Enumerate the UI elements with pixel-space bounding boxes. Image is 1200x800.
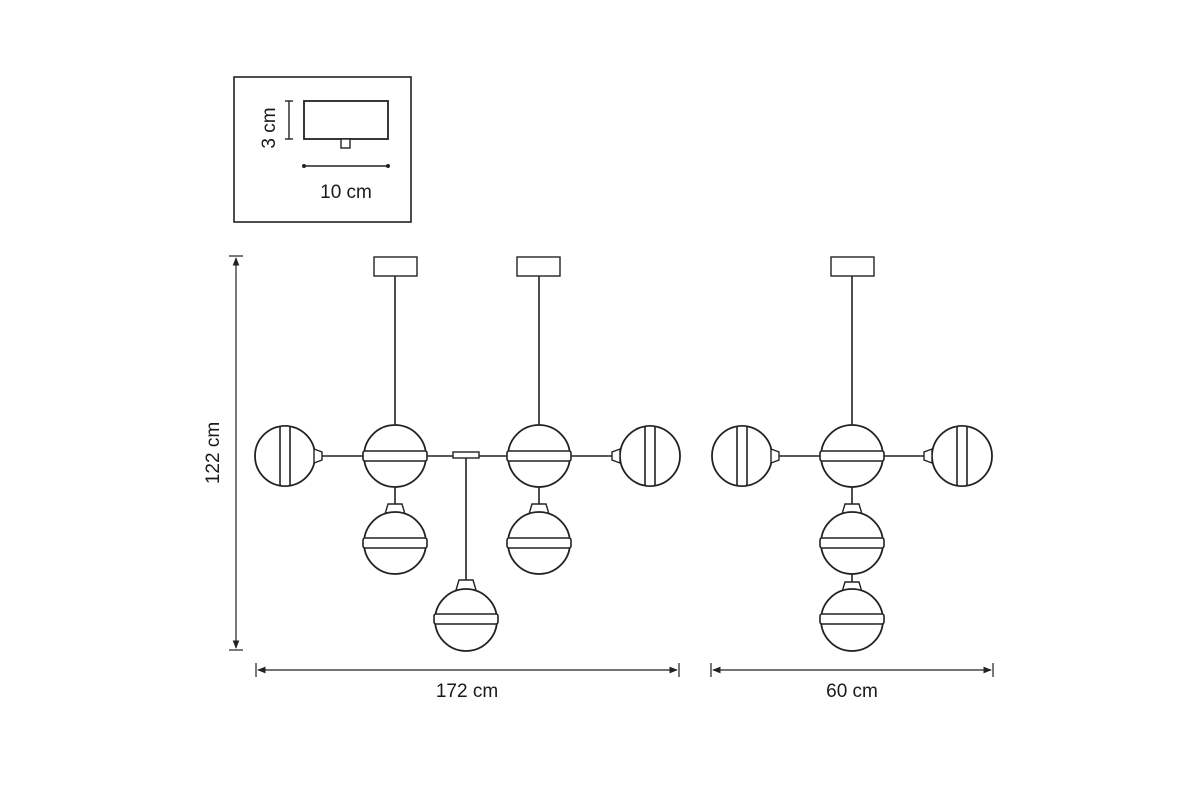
globe-right-outer — [611, 425, 681, 487]
canopy-box — [303, 100, 389, 140]
canopy-inset: 3 cm 10 cm — [233, 76, 412, 223]
side-width-label: 60 cm — [826, 681, 878, 702]
canopy-right — [516, 256, 561, 277]
front-view: 172 cm — [254, 256, 681, 702]
globe-left-outer — [254, 425, 323, 487]
globe-lower-right — [506, 487, 572, 575]
height-label: 122 cm — [203, 422, 224, 484]
globe-side-left — [711, 425, 780, 487]
canopy-nub — [340, 138, 351, 149]
canopy-height-label: 3 cm — [259, 107, 280, 148]
height-dimension: 122 cm — [203, 255, 243, 651]
globe-side-center — [819, 424, 885, 488]
canopy-width-label: 10 cm — [320, 182, 372, 203]
globe-left-center — [362, 424, 428, 488]
side-view: 60 cm — [710, 256, 994, 702]
canopy-side — [830, 256, 875, 277]
globe-side-bottom — [819, 574, 885, 652]
front-width-label: 172 cm — [436, 681, 498, 702]
globe-lower-left — [362, 487, 428, 575]
globe-bottom-center — [433, 579, 499, 652]
front-width-dimension: 172 cm — [255, 663, 680, 702]
globe-side-right — [923, 425, 993, 487]
canopy-left — [373, 256, 418, 277]
globe-right-center — [506, 424, 572, 488]
globe-side-lower — [819, 487, 885, 575]
side-width-dimension: 60 cm — [710, 663, 994, 702]
